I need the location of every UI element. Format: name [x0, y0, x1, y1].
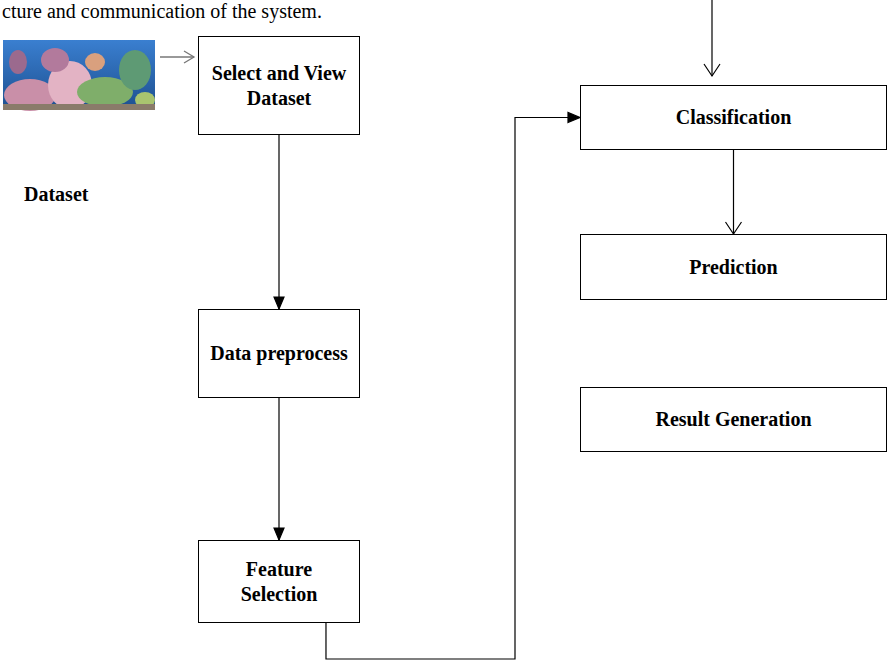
box-label: Feature Selection	[207, 557, 351, 607]
process-box: Result Generation	[580, 387, 887, 452]
box-label: Select and View Dataset	[207, 61, 351, 111]
process-box: Feature Selection	[198, 540, 360, 623]
input-arrow	[160, 51, 194, 63]
box-label: Result Generation	[655, 407, 811, 432]
flow-arrow	[274, 135, 284, 309]
process-box: Select and View Dataset	[198, 36, 360, 135]
caption-fragment: cture and communication of the system.	[2, 0, 322, 23]
dataset-label: Dataset	[24, 183, 88, 206]
box-label: Data preprocess	[210, 341, 348, 366]
flow-arrow	[326, 113, 580, 660]
box-label: Classification	[676, 105, 792, 130]
process-box: Data preprocess	[198, 309, 360, 398]
flow-arrow	[274, 398, 284, 540]
process-box: Classification	[580, 85, 887, 150]
box-label: Prediction	[689, 255, 778, 280]
incoming-line	[704, 0, 720, 76]
coral-photo	[3, 40, 155, 111]
flow-arrow	[726, 150, 742, 234]
process-box: Prediction	[580, 234, 887, 300]
